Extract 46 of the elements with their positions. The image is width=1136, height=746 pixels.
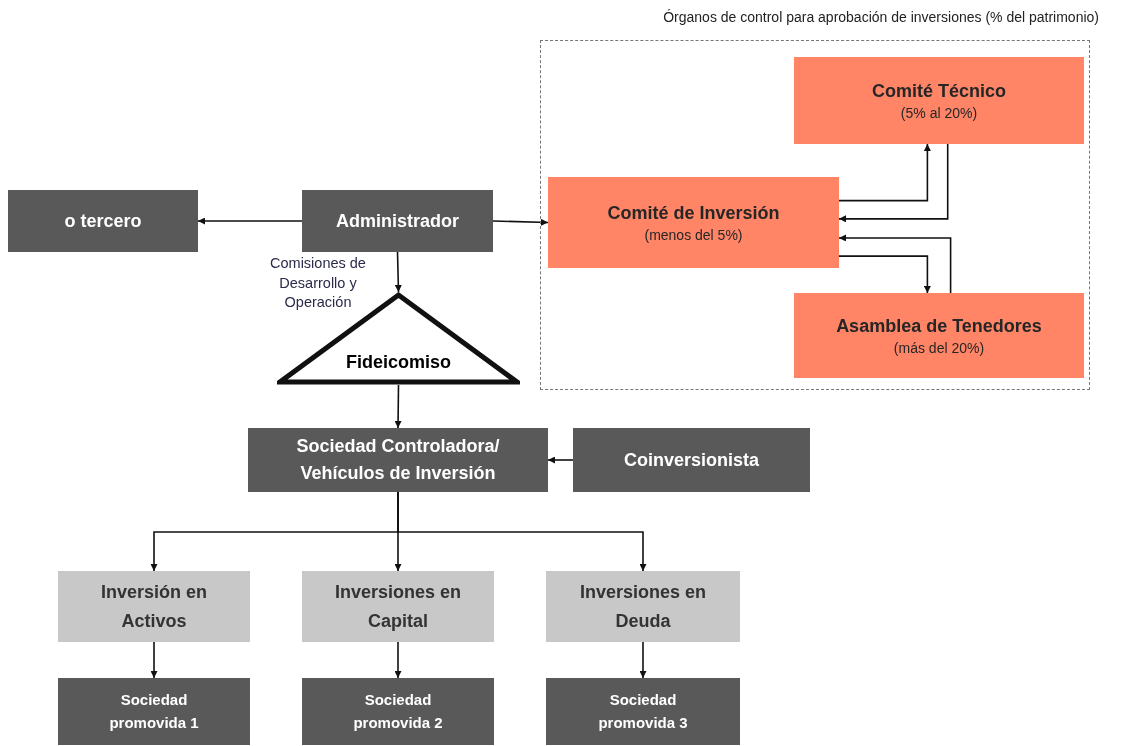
process-box: [8, 190, 198, 252]
node-title: Fideicomiso: [346, 352, 451, 373]
node-subtitle: (más del 20%): [893, 339, 985, 356]
arrow: [838, 234, 952, 294]
arrow: [838, 143, 949, 223]
arrow: [197, 217, 303, 225]
category-box: [58, 571, 250, 642]
committee-box: [794, 57, 1084, 144]
arrow: [838, 255, 931, 294]
arrow: [547, 456, 574, 464]
node-title: Inversiones en Deuda: [578, 580, 708, 633]
process-box: [573, 428, 810, 492]
committee-box: [548, 177, 839, 268]
company-box: [546, 678, 740, 745]
arrow: [838, 143, 931, 202]
company-box: [58, 678, 250, 745]
node-subtitle: (menos del 5%): [644, 226, 743, 243]
process-box: [248, 428, 548, 492]
process-box: [302, 190, 493, 252]
arrow: [394, 384, 402, 429]
node-title: Inversión en Activos: [100, 580, 208, 633]
node-title: Sociedad promovida 1: [108, 690, 200, 733]
committee-box: [794, 293, 1084, 378]
node-title: o tercero: [64, 210, 142, 232]
arrow: [397, 491, 647, 572]
company-box: [302, 678, 494, 745]
arrow: [394, 641, 402, 679]
arrow: [492, 218, 549, 226]
node-title: Coinversionista: [623, 449, 759, 471]
node-title: Sociedad promovida 3: [597, 690, 689, 733]
node-title: Inversiones en Capital: [333, 580, 463, 633]
edge-label: Comisiones de Desarrollo y Operación: [269, 254, 367, 313]
node-title: Comité de Inversión: [607, 202, 780, 224]
group-heading: Órganos de control para aprobación de inversiones (% del patrimonio): [662, 9, 1099, 25]
node-title: Administrador: [336, 210, 459, 232]
arrow: [639, 641, 647, 679]
trust-triangle: [277, 292, 520, 385]
arrow: [394, 251, 402, 293]
node-title: Asamblea de Tenedores: [836, 315, 1042, 337]
node-subtitle: (5% al 20%): [900, 104, 978, 121]
category-box: [302, 571, 494, 642]
node-title: Sociedad Controladora/ Vehículos de Inversión: [295, 435, 501, 485]
arrow: [150, 641, 158, 679]
node-title: Comité Técnico: [872, 80, 1006, 102]
node-title: Sociedad promovida 2: [352, 690, 444, 733]
category-box: [546, 571, 740, 642]
